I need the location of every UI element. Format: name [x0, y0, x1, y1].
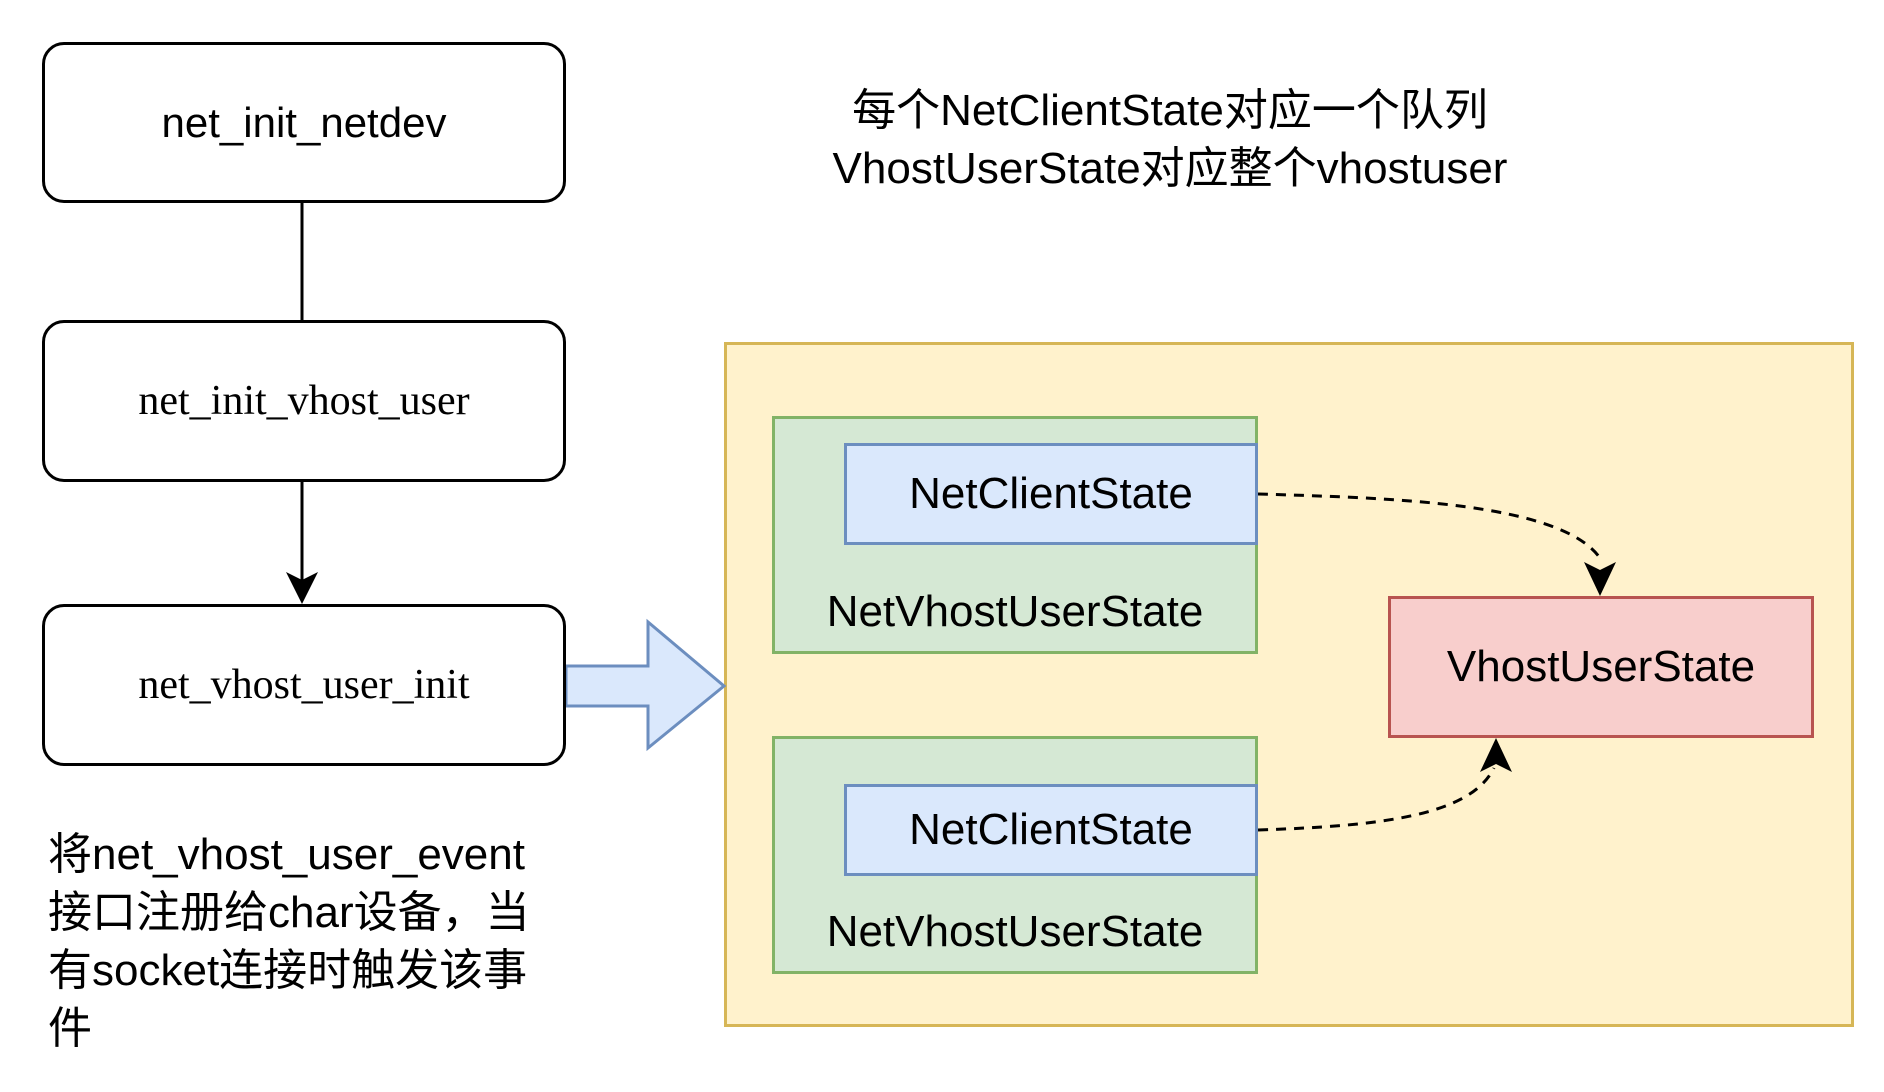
- netclientstate-2-label: NetClientState: [909, 805, 1193, 854]
- arrowhead-to-init-icon: [286, 572, 318, 604]
- top-note-line2: VhostUserState对应整个vhostuser: [832, 144, 1508, 193]
- step-net-init-netdev: net_init_netdev: [42, 42, 566, 203]
- step-net-init-vhost-user: net_init_vhost_user: [42, 320, 566, 482]
- bottom-note-line1: 将net_vhost_user_event: [48, 830, 525, 879]
- vhostuserstate-label: VhostUserState: [1446, 642, 1756, 691]
- arrowhead-down-icon: [1584, 562, 1616, 596]
- netclientstate-1: NetClientState: [844, 443, 1258, 545]
- bottom-note-line2: 接口注册给char设备，当: [48, 888, 530, 937]
- arrowhead-up-icon: [1480, 738, 1512, 772]
- bottom-note-line3: 有socket连接时触发该事: [48, 946, 528, 995]
- vhostuserstate-box: VhostUserState: [1388, 596, 1814, 738]
- edge-netclientstate2-to-vhostuserstate: [1257, 767, 1496, 832]
- step-net-init-netdev-label: net_init_netdev: [161, 98, 447, 146]
- netclientstate-1-label: NetClientState: [909, 469, 1193, 518]
- bottom-note: 将net_vhost_user_event 接口注册给char设备，当 有soc…: [48, 826, 588, 1058]
- group-netvhostuserstate-1-label: NetVhostUserState: [826, 587, 1204, 636]
- top-note-line1: 每个NetClientState对应一个队列: [852, 86, 1488, 135]
- block-arrow-icon: [564, 618, 727, 752]
- bottom-note-line4: 件: [48, 1004, 92, 1053]
- top-note: 每个NetClientState对应一个队列 VhostUserState对应整…: [760, 82, 1580, 198]
- step-net-vhost-user-init-label: net_vhost_user_init: [138, 662, 470, 708]
- group-netvhostuserstate-2-label: NetVhostUserState: [826, 907, 1204, 956]
- netclientstate-2: NetClientState: [844, 784, 1258, 876]
- step-net-init-vhost-user-label: net_init_vhost_user: [138, 378, 470, 424]
- edge-netclientstate1-to-vhostuserstate: [1257, 492, 1602, 559]
- step-net-vhost-user-init: net_vhost_user_init: [42, 604, 566, 766]
